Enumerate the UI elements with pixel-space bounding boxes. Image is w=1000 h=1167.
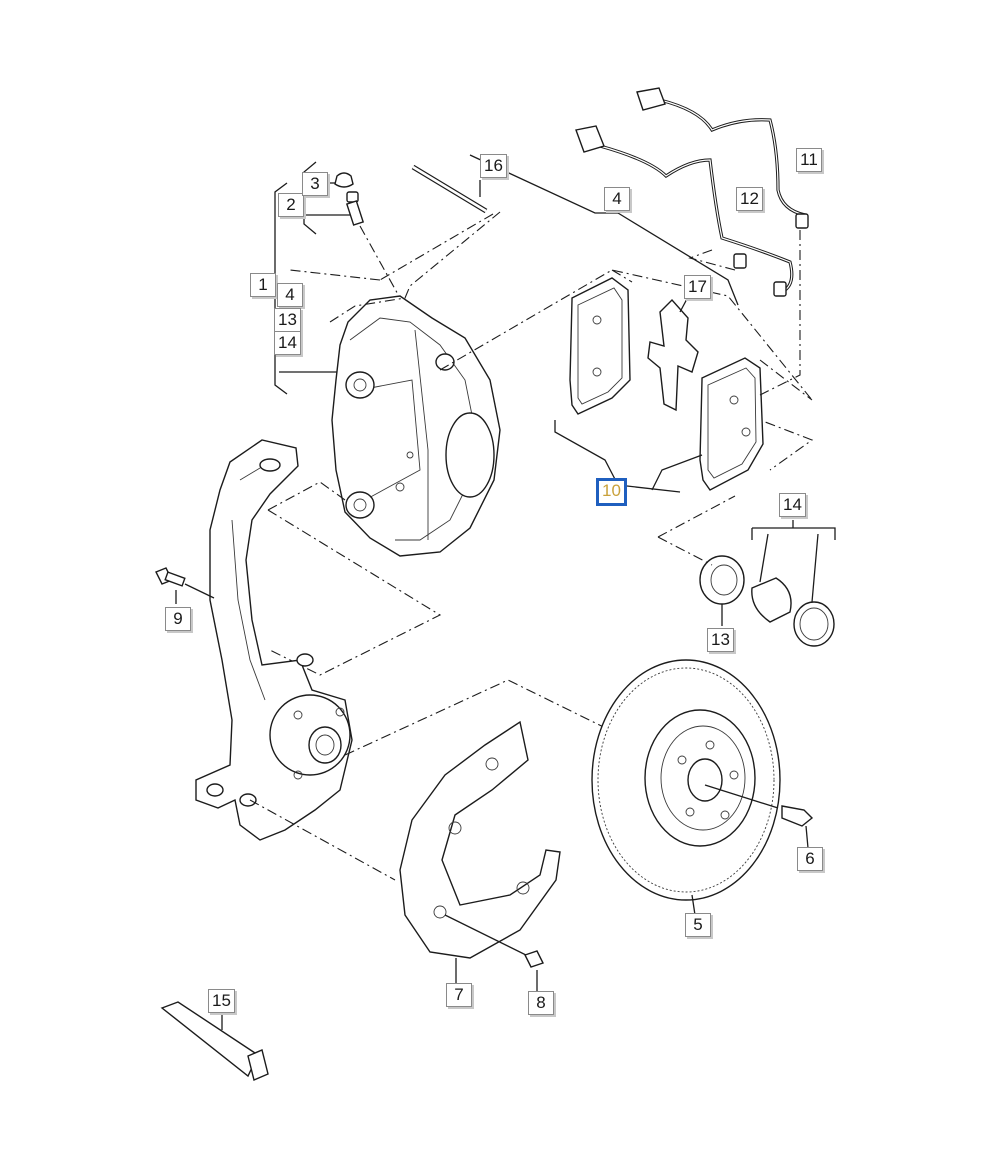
brake-disc-part <box>591 659 781 916</box>
guide-pin-part <box>289 164 494 281</box>
grease-tube-part <box>160 1001 269 1081</box>
callout-11[interactable]: 11 <box>796 148 822 172</box>
callout-10-selected[interactable]: 10 <box>596 478 627 506</box>
callout-16[interactable]: 16 <box>480 154 507 178</box>
callout-14-kit[interactable]: 14 <box>779 493 806 517</box>
callout-17[interactable]: 17 <box>684 275 711 299</box>
callout-13-seal[interactable]: 13 <box>707 628 734 652</box>
splash-shield-part <box>399 720 561 985</box>
brake-pad-outer-part <box>699 357 764 491</box>
callout-12[interactable]: 12 <box>736 187 763 211</box>
brake-pad-inner-part <box>569 277 631 415</box>
callout-4-left[interactable]: 4 <box>277 283 303 307</box>
callout-13-left[interactable]: 13 <box>274 308 301 332</box>
brake-caliper-part <box>331 295 501 557</box>
anti-rattle-spring-part <box>647 296 699 412</box>
callout-15[interactable]: 15 <box>208 989 235 1013</box>
callout-1[interactable]: 1 <box>250 273 276 297</box>
callout-3[interactable]: 3 <box>302 172 328 196</box>
callout-6[interactable]: 6 <box>797 847 823 871</box>
screw-8-part <box>524 950 544 992</box>
callout-4-top[interactable]: 4 <box>604 187 630 211</box>
pad-bracket-group-10 <box>554 420 703 493</box>
piston-seal-kit-part <box>657 495 836 647</box>
steering-knuckle-part <box>195 439 353 841</box>
bolt-9-part <box>155 567 215 604</box>
callout-8[interactable]: 8 <box>528 991 554 1015</box>
wear-sensor-wires-part <box>575 87 809 396</box>
callout-9[interactable]: 9 <box>165 607 191 631</box>
screw-6-part <box>781 805 814 849</box>
callout-5[interactable]: 5 <box>685 913 711 937</box>
callout-14-left[interactable]: 14 <box>274 331 301 355</box>
callout-7[interactable]: 7 <box>446 983 472 1007</box>
callout-2[interactable]: 2 <box>278 193 304 217</box>
